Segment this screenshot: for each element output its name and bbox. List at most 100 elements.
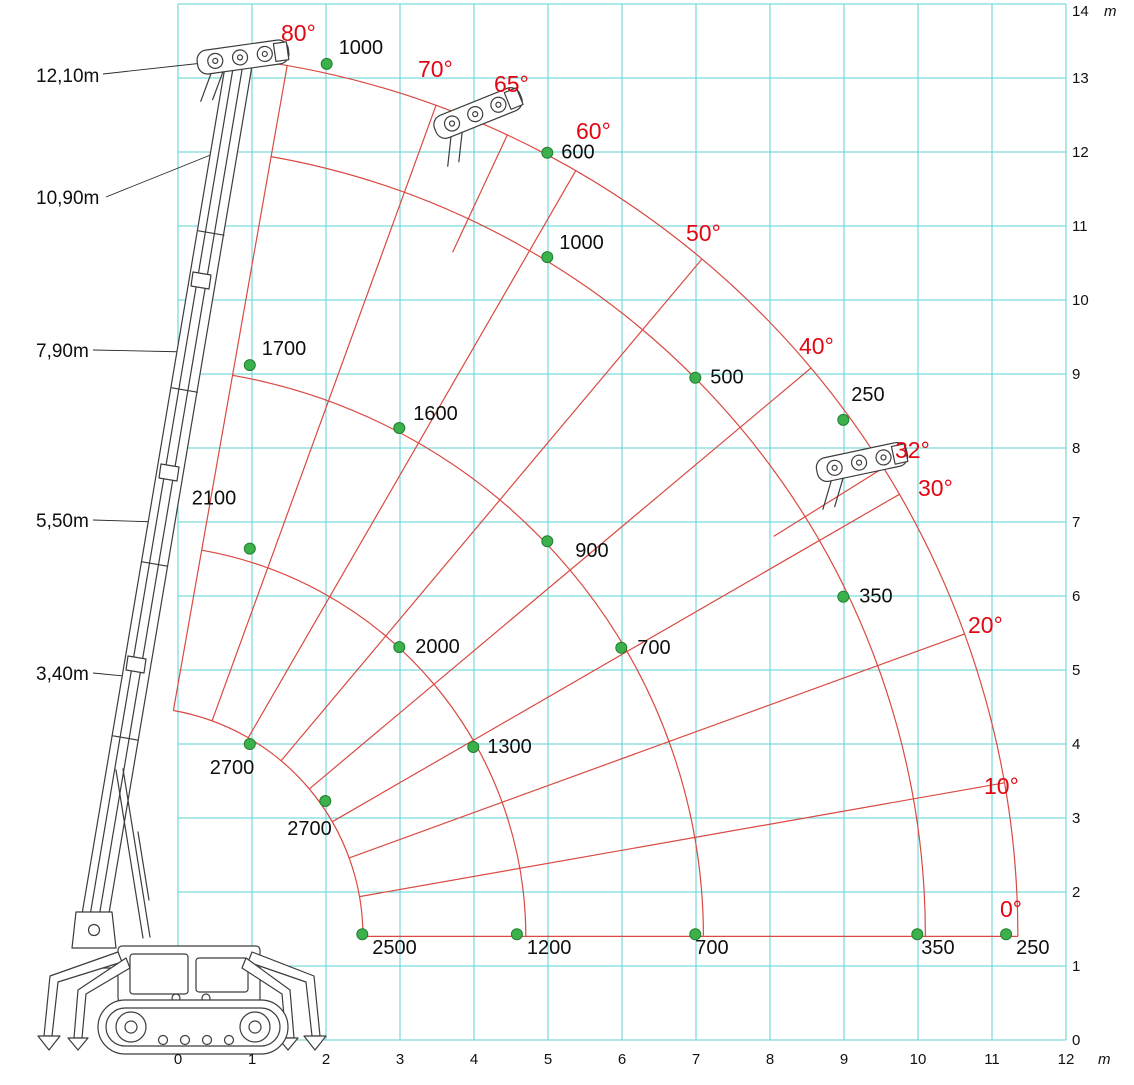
load-point [615, 641, 628, 654]
load-point [1000, 928, 1013, 941]
angle-line-10 [359, 782, 1005, 898]
angle-label-80: 80° [281, 20, 316, 46]
angle-line-80 [172, 65, 288, 711]
outriggers [37, 951, 327, 1051]
load-value-label: 2000 [415, 636, 460, 658]
x-axis-tick: 11 [984, 1051, 1000, 1068]
boom-length-label: 5,50m [36, 511, 89, 532]
load-point [243, 738, 256, 750]
x-axis-tick: 3 [396, 1051, 404, 1068]
load-value-label: 600 [561, 142, 594, 164]
boom-label-leader [102, 61, 213, 75]
x-axis-unit-label: m [1098, 1051, 1111, 1068]
y-axis-tick: 12 [1072, 144, 1089, 161]
y-axis-tick: 4 [1072, 736, 1080, 753]
angle-label-20: 20° [968, 612, 1003, 638]
y-axis-tick: 3 [1072, 810, 1080, 827]
x-axis-tick: 8 [766, 1051, 774, 1068]
load-value-label: 2700 [210, 757, 255, 779]
angle-label-50: 50° [686, 220, 721, 246]
x-axis-tick: 5 [544, 1051, 552, 1068]
load-point [837, 413, 850, 426]
load-point [689, 371, 702, 384]
load-value-label: 2500 [372, 937, 417, 959]
load-value-label: 700 [637, 637, 670, 659]
grid [177, 3, 1067, 1041]
load-value-label: 2100 [192, 488, 237, 510]
load-value-label: 900 [575, 540, 608, 562]
angle-line-60 [247, 170, 577, 739]
y-axis-tick: 2 [1072, 884, 1080, 901]
angle-line-50 [280, 258, 703, 762]
x-axis-tick: 1 [248, 1051, 256, 1068]
load-value-label: 500 [710, 367, 743, 389]
y-axis-tick: 5 [1072, 662, 1080, 679]
load-value-label: 350 [859, 586, 892, 608]
y-axis-tick: 14 [1072, 3, 1089, 20]
load-value-label: 1000 [339, 37, 384, 59]
load-point [393, 422, 406, 434]
load-value-label: 250 [851, 384, 884, 406]
boom-arc-3,40m [173, 709, 364, 937]
load-value-label: 1700 [262, 338, 307, 360]
x-axis-tick: 9 [840, 1051, 848, 1068]
x-axis-tick: 10 [910, 1051, 927, 1068]
angle-line-70 [211, 105, 437, 722]
load-points [243, 57, 1013, 941]
load-value-label: 1200 [527, 937, 572, 959]
angle-label-32: 32° [895, 437, 930, 463]
load-value-label: 700 [695, 937, 728, 959]
boom-arc-12,10m [256, 60, 1019, 937]
y-axis-tick: 11 [1072, 218, 1088, 235]
load-value-label: 1000 [559, 232, 604, 254]
angle-line-20 [348, 633, 965, 859]
load-point [319, 795, 332, 807]
angle-line-30 [331, 493, 900, 823]
load-value-label: 350 [921, 937, 954, 959]
boom-label-leader [92, 349, 190, 353]
angle-label-70: 70° [418, 56, 453, 82]
load-point [356, 928, 369, 941]
x-axis-tick: 7 [692, 1051, 700, 1068]
boom-length-label: 3,40m [36, 664, 89, 685]
load-point [911, 928, 924, 941]
x-axis-tick: 4 [470, 1051, 478, 1068]
load-value-label: 250 [1016, 937, 1049, 959]
load-point [541, 251, 554, 264]
angle-label-10: 10° [984, 773, 1019, 799]
y-axis-tick: 1 [1072, 958, 1080, 975]
load-value-label: 1600 [413, 403, 458, 425]
y-axis-tick: 9 [1072, 366, 1080, 383]
angle-label-65: 65° [494, 71, 529, 97]
load-point [243, 542, 256, 555]
angle-label-30: 30° [918, 475, 953, 501]
y-axis-tick: 13 [1072, 70, 1089, 87]
boom-length-label: 12,10m [36, 66, 99, 87]
load-point [320, 57, 333, 70]
angle-line-65 [452, 134, 508, 253]
crane-illustration [37, 38, 916, 1055]
load-point [510, 928, 523, 941]
y-axis-tick: 0 [1072, 1032, 1080, 1049]
load-point [837, 590, 850, 603]
x-axis-tick: 6 [618, 1051, 626, 1068]
load-value-label: 2700 [287, 818, 332, 840]
load-point [467, 741, 480, 753]
crawler-tracks [97, 999, 289, 1055]
angle-label-60: 60° [576, 118, 611, 144]
boom-label-leader [105, 147, 229, 198]
load-point [243, 359, 256, 372]
boom-length-label: 7,90m [36, 341, 89, 362]
load-value-label: 1300 [487, 736, 532, 758]
boom-angle-geometry [92, 60, 1019, 938]
angle-label-40: 40° [799, 333, 834, 359]
y-axis-tick: 7 [1072, 514, 1080, 531]
boom-length-label: 10,90m [36, 188, 99, 209]
load-point [541, 535, 554, 548]
load-point [689, 928, 702, 941]
crane-body [71, 911, 261, 1003]
angle-line-40 [308, 367, 812, 790]
